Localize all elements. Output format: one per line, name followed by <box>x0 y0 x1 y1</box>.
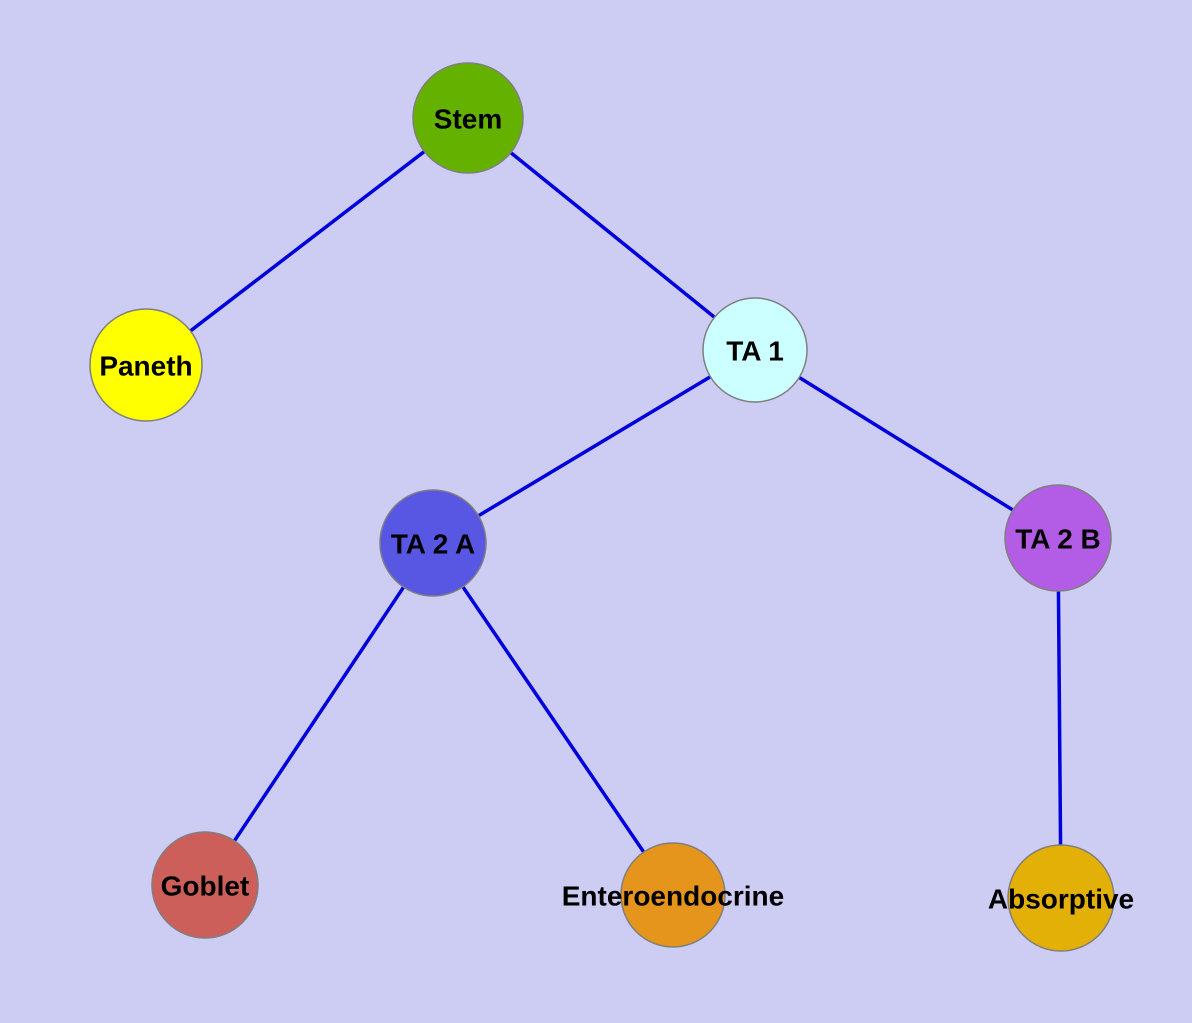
node-ta1-label: TA 1 <box>726 336 784 367</box>
edge-stem-ta1 <box>466 116 757 352</box>
node-paneth-circle <box>89 308 203 422</box>
node-ta2a: TA 2 A <box>379 489 487 597</box>
node-absorptive: Absorptive <box>988 844 1134 952</box>
nodes: Stem Paneth TA 1 TA 2 A TA 2 B Goblet En… <box>89 62 1134 952</box>
node-enteroendocrine-label: Enteroendocrine <box>562 881 784 912</box>
node-paneth: Paneth <box>89 308 203 422</box>
edge-ta2a-goblet <box>203 542 435 886</box>
node-ta2a-label: TA 2 A <box>391 529 476 560</box>
edge-stem-paneth <box>144 116 470 367</box>
node-ta2b-label: TA 2 B <box>1015 524 1101 555</box>
node-stem-circle <box>412 62 524 174</box>
edge-ta1-ta2b <box>754 348 1059 540</box>
node-ta2a-circle <box>379 489 487 597</box>
node-ta1: TA 1 <box>702 297 808 403</box>
node-stem-label: Stem <box>434 104 502 135</box>
node-goblet-circle <box>151 831 259 939</box>
node-ta2b: TA 2 B <box>1004 484 1112 592</box>
node-enteroendocrine-circle <box>620 842 726 948</box>
edge-ta2a-enteroendocrine <box>431 542 675 896</box>
node-absorptive-circle <box>1007 844 1115 952</box>
node-enteroendocrine: Enteroendocrine <box>562 842 784 948</box>
edge-ta2b-absorptive <box>1056 537 1063 899</box>
node-absorptive-label: Absorptive <box>988 884 1134 915</box>
edges <box>144 116 1063 899</box>
node-ta2b-circle <box>1004 484 1112 592</box>
node-stem: Stem <box>412 62 524 174</box>
node-goblet-label: Goblet <box>161 871 250 902</box>
node-ta1-circle <box>702 297 808 403</box>
edge-ta1-ta2a <box>432 348 756 545</box>
node-paneth-label: Paneth <box>99 351 192 382</box>
node-goblet: Goblet <box>151 831 259 939</box>
